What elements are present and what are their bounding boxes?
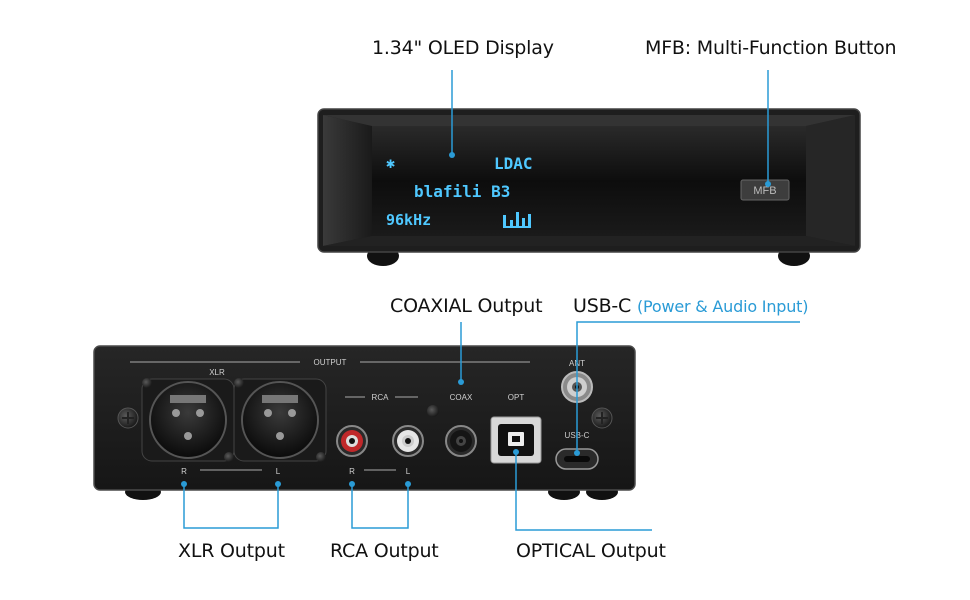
coax-jack: [445, 425, 477, 457]
rca-r-label: R: [349, 467, 355, 476]
front-bevel-right: [806, 115, 855, 246]
oled-codec: LDAC: [494, 154, 533, 173]
oled-display-callout: 1.34" OLED Display: [372, 37, 554, 59]
front-glass-panel: [372, 126, 806, 236]
bluetooth-icon: ✱: [386, 154, 395, 172]
xlr-l-label: L: [276, 467, 281, 476]
rca-right-jack: [336, 425, 368, 457]
rca-l-label: L: [406, 467, 411, 476]
optical-callout-line: [515, 452, 652, 531]
front-bevel-left: [323, 115, 372, 246]
optical-output-callout: OPTICAL Output: [516, 540, 666, 562]
rear-unit: OUTPUT XLR: [93, 345, 636, 500]
xlr-callout-line: [183, 484, 279, 529]
xlr-silk-label: XLR: [209, 368, 225, 377]
front-bevel-top: [323, 115, 855, 126]
mfb-button[interactable]: MFB: [740, 179, 790, 201]
usbc-callout-detail: (Power & Audio Input): [636, 297, 809, 316]
usbc-callout-line: [576, 321, 800, 453]
rca-silk-label: RCA: [372, 393, 390, 402]
usbc-callout-title: USB-C: [573, 295, 632, 317]
coax-silk-label: COAX: [450, 393, 473, 402]
xlr-left-jack: [233, 378, 327, 462]
xlr-right-jack: [141, 378, 235, 462]
front-unit: ✱ LDAC blafili B3 96kHz MFB: [317, 108, 861, 266]
oled-device-name: blafili B3: [414, 182, 510, 201]
coax-screw: [427, 405, 439, 417]
rca-output-callout: RCA Output: [330, 540, 439, 562]
front-bevel-bottom: [323, 236, 855, 246]
xlr-r-label: R: [181, 467, 187, 476]
oled-sample-rate: 96kHz: [386, 211, 431, 229]
usbc-callout: USB-C (Power & Audio Input): [573, 295, 808, 317]
rca-callout-line: [351, 484, 409, 529]
output-header: OUTPUT: [314, 358, 347, 367]
callout-lines: [181, 70, 800, 531]
mfb-button-label: MFB: [753, 185, 776, 197]
opt-silk-label: OPT: [508, 393, 525, 402]
rca-left-jack: [392, 425, 424, 457]
coaxial-output-callout: COAXIAL Output: [390, 295, 543, 317]
level-meter-icon: [503, 212, 531, 228]
optical-jack: [490, 416, 542, 464]
xlr-output-callout: XLR Output: [178, 540, 285, 562]
mfb-callout: MFB: Multi-Function Button: [645, 37, 897, 59]
